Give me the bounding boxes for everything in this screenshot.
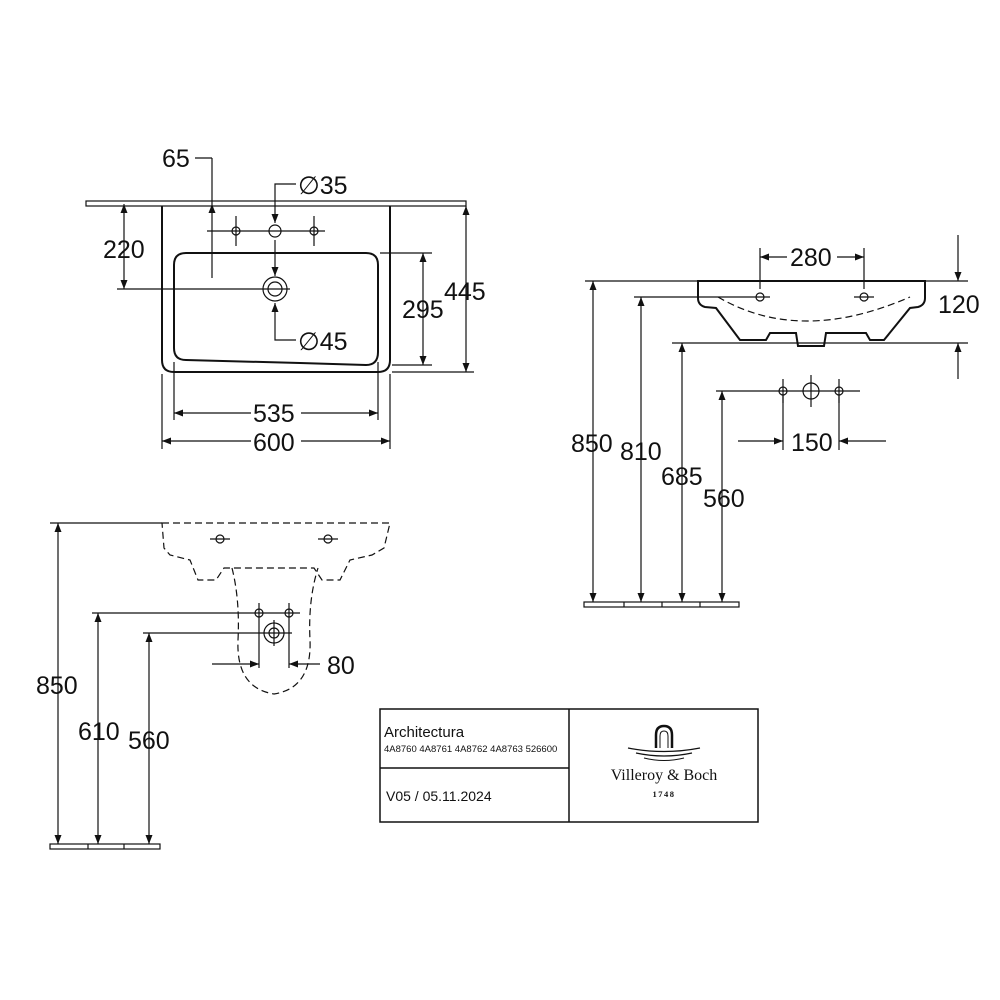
title-block: Architectura 4A8760 4A8761 4A8762 4A8763…: [379, 708, 759, 823]
brand-logo-text: Villeroy & Boch: [611, 767, 718, 784]
dim-445: 445: [444, 278, 486, 306]
top-view: 65 ∅35 220 ∅45 295 445 535 600: [85, 145, 486, 457]
dim-560-side: 560: [703, 485, 745, 513]
dim-295: 295: [402, 296, 444, 324]
basin-bowl: [173, 252, 379, 367]
dim-850-side: 850: [571, 430, 613, 458]
dim-535: 535: [253, 400, 295, 428]
dim-150: 150: [791, 429, 833, 457]
dim-diameter-45: ∅45: [298, 328, 348, 356]
dim-810: 810: [620, 438, 662, 466]
basin-front: [161, 522, 391, 581]
faucet-logo-icon: [627, 724, 701, 762]
dim-560-front: 560: [128, 727, 170, 755]
pedestal-hidden: [231, 567, 319, 695]
article-numbers: 4A8760 4A8761 4A8762 4A8763 526600: [384, 744, 557, 755]
side-view: 280 120 850 810 685 560: [571, 235, 980, 608]
floor-line-front: [49, 843, 161, 850]
dim-220: 220: [103, 236, 145, 264]
brand-year: 1748: [653, 789, 676, 799]
dim-diameter-35: ∅35: [298, 172, 348, 200]
basin-side: [697, 280, 926, 347]
product-name: Architectura: [384, 724, 465, 741]
front-view: 80 850 610 560: [36, 522, 391, 850]
wall-line: [85, 200, 467, 207]
dim-610: 610: [78, 718, 120, 746]
dim-120: 120: [938, 291, 980, 319]
dim-685: 685: [661, 463, 703, 491]
dim-850-front: 850: [36, 672, 78, 700]
basin-outline: [161, 206, 391, 373]
version-date: V05 / 05.11.2024: [386, 788, 492, 804]
dim-600: 600: [253, 429, 295, 457]
basin-bowl-hidden: [717, 296, 911, 322]
dim-280: 280: [790, 244, 832, 272]
dim-65: 65: [162, 145, 190, 173]
dim-80: 80: [327, 652, 355, 680]
